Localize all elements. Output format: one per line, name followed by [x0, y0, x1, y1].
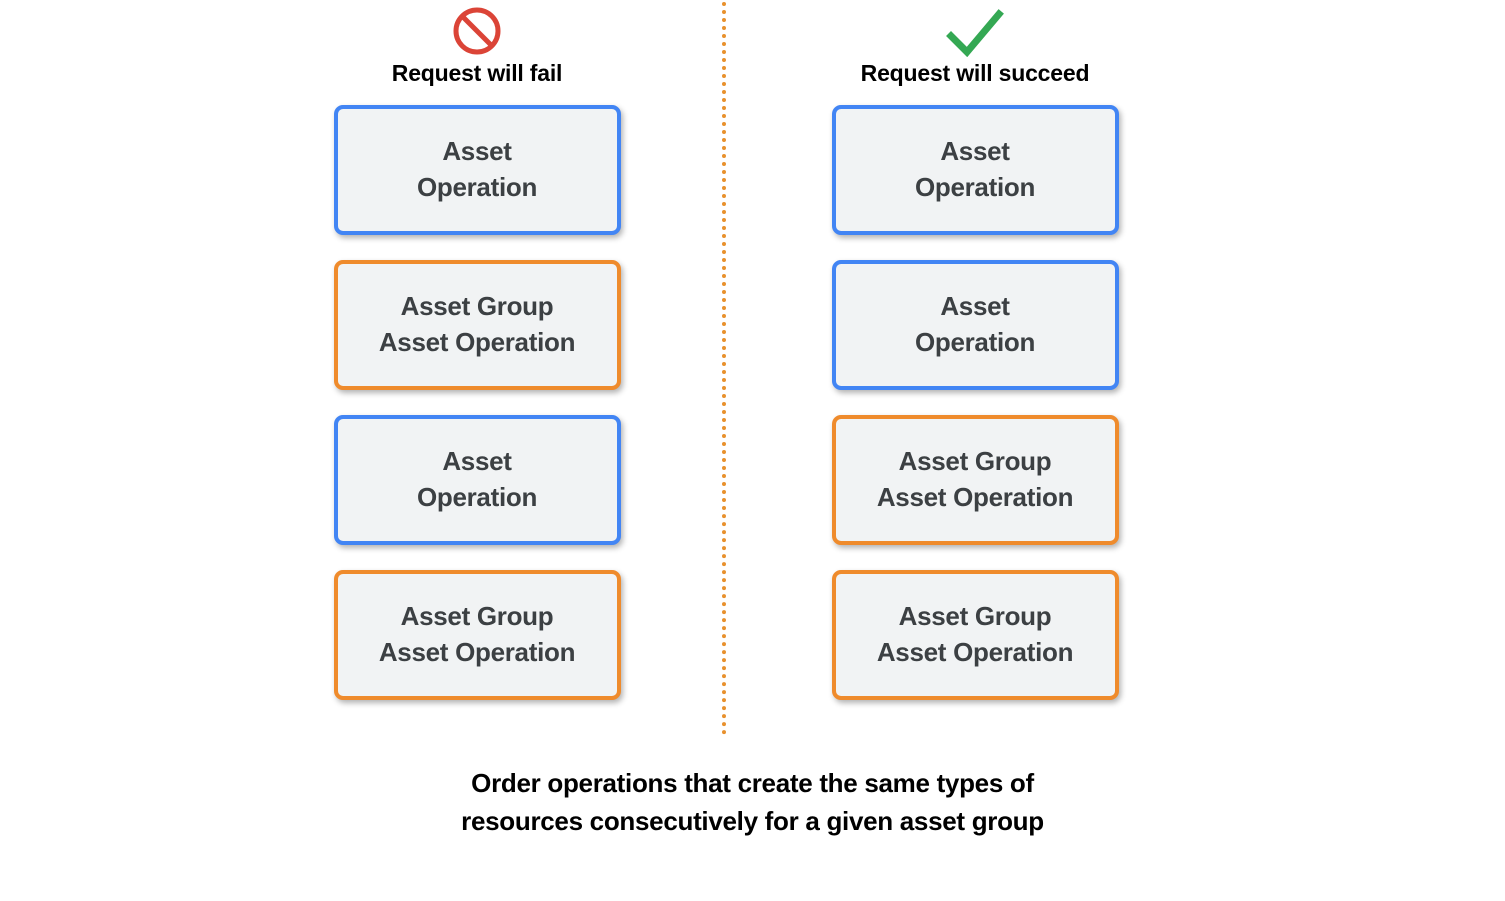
card-label: Asset Operation [914, 291, 1036, 357]
prohibition-icon [451, 0, 503, 62]
card-asset-operation[interactable]: Asset Operation [333, 105, 621, 235]
column-header-succeed: Request will succeed [805, 0, 1145, 105]
card-stack-succeed: Asset Operation Asset Operation Asset Gr… [805, 105, 1145, 700]
card-label: Asset Group Asset Operation [876, 446, 1074, 512]
card-asset-group-asset-operation[interactable]: Asset Group Asset Operation [333, 260, 621, 390]
figure-caption: Order operations that create the same ty… [461, 768, 1044, 837]
column-request-will-fail: Request will fail Asset Operation Asset … [307, 0, 647, 700]
card-asset-operation[interactable]: Asset Operation [831, 260, 1119, 390]
card-asset-group-asset-operation[interactable]: Asset Group Asset Operation [333, 570, 621, 700]
card-asset-group-asset-operation[interactable]: Asset Group Asset Operation [831, 415, 1119, 545]
card-label: Asset Operation [416, 446, 538, 512]
column-header-fail: Request will fail [307, 0, 647, 105]
card-asset-operation[interactable]: Asset Operation [831, 105, 1119, 235]
vertical-dotted-divider [722, 2, 726, 735]
card-label: Asset Operation [416, 136, 538, 202]
card-label: Asset Group Asset Operation [378, 601, 576, 667]
checkmark-icon [944, 0, 1006, 62]
column-title-fail: Request will fail [391, 60, 563, 86]
column-title-succeed: Request will succeed [860, 60, 1090, 86]
card-label: Asset Group Asset Operation [876, 601, 1074, 667]
card-label: Asset Operation [914, 136, 1036, 202]
column-request-will-succeed: Request will succeed Asset Operation Ass… [805, 0, 1145, 700]
card-label: Asset Group Asset Operation [378, 291, 576, 357]
card-asset-group-asset-operation[interactable]: Asset Group Asset Operation [831, 570, 1119, 700]
card-asset-operation[interactable]: Asset Operation [333, 415, 621, 545]
card-stack-fail: Asset Operation Asset Group Asset Operat… [307, 105, 647, 700]
